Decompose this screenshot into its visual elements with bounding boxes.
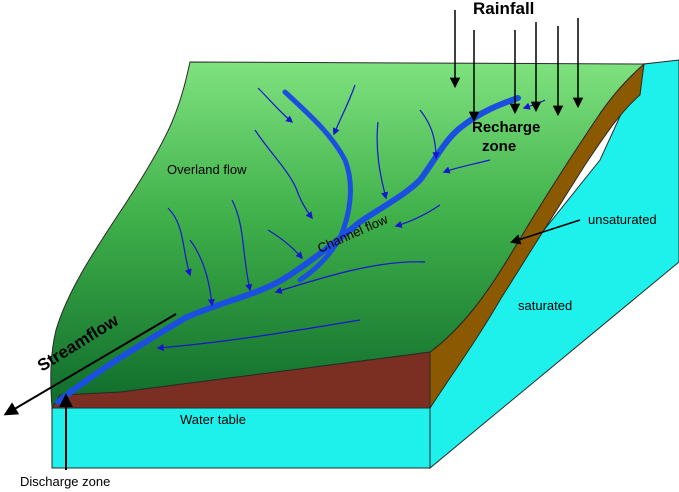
discharge-zone-label: Discharge zone	[20, 474, 110, 489]
pointer-arrows	[3, 219, 581, 470]
overland-arrow	[156, 319, 361, 352]
tributary-channel	[282, 89, 353, 283]
rainfall-arrows	[449, 10, 584, 123]
overland-arrow	[274, 261, 426, 294]
unsaturated-label: unsaturated	[588, 212, 657, 227]
overland-arrow	[442, 159, 491, 174]
overland-arrow	[376, 121, 389, 200]
main-channel	[55, 95, 521, 405]
saturated-label: saturated	[518, 298, 572, 313]
unsaturated-pointer-arrow	[510, 219, 581, 245]
overland-arrow	[332, 84, 356, 136]
overland-arrow	[189, 239, 216, 307]
recharge-zone-label-line2: zone	[482, 138, 516, 155]
overland-flow-arrows	[156, 84, 546, 352]
overland-flow-label: Overland flow	[167, 162, 247, 177]
recharge-zone-label-line1: Recharge	[472, 119, 540, 136]
overland-arrow	[167, 207, 192, 277]
streamflow-arrow	[3, 313, 177, 416]
overland-arrow	[394, 204, 441, 228]
overland-arrow	[254, 129, 313, 220]
rainfall-label: Rainfall	[473, 0, 534, 18]
overland-arrow	[419, 109, 440, 160]
overland-arrow	[231, 199, 253, 292]
water-table-label: Water table	[180, 412, 246, 427]
overland-arrow	[267, 229, 303, 260]
stream-network	[55, 89, 521, 405]
overland-arrow	[257, 87, 294, 123]
